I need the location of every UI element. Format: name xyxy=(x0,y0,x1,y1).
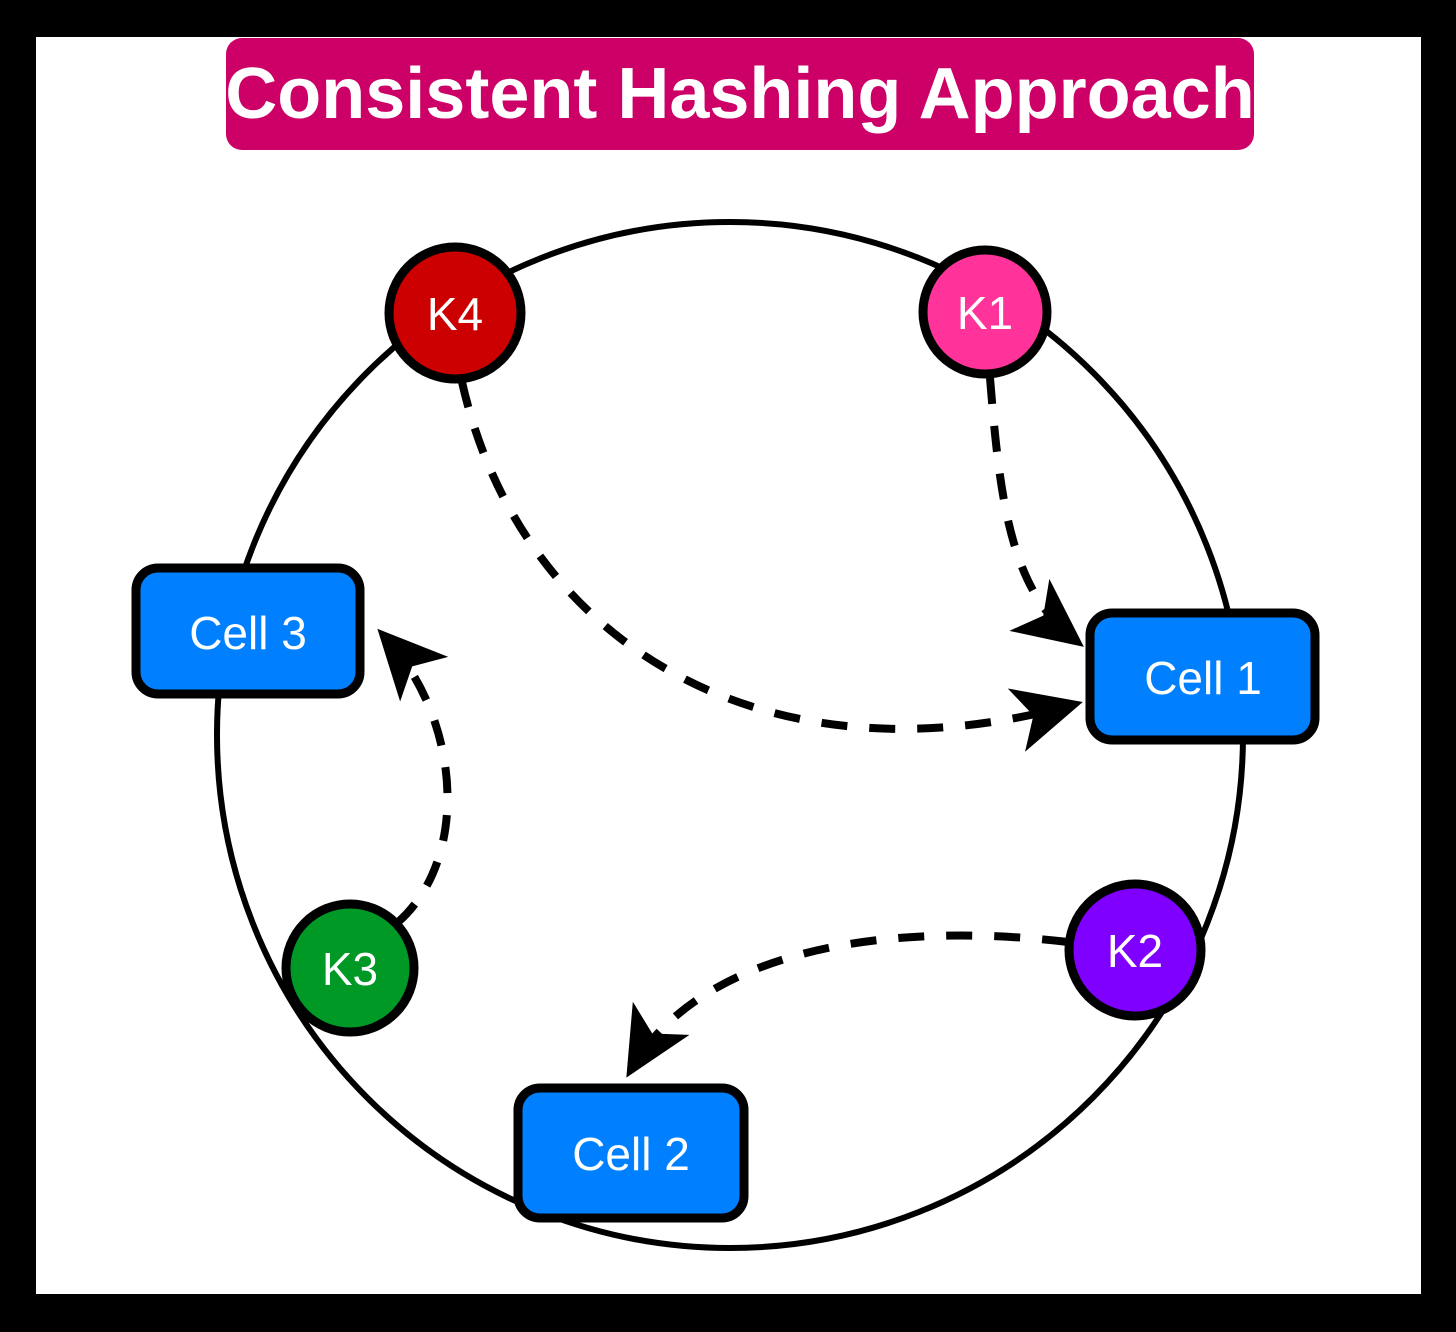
cell2-label: Cell 2 xyxy=(572,1128,690,1180)
cell2-box[interactable] xyxy=(513,1083,749,1223)
title-banner: Consistent Hashing Approach xyxy=(225,38,1255,150)
cell1-label: Cell 1 xyxy=(1144,652,1262,704)
key-node-k1[interactable]: K1 xyxy=(918,245,1052,379)
mapping-arrow-k4-to-cell1 xyxy=(458,381,1083,752)
k3-circle[interactable] xyxy=(281,899,419,1037)
cell1-box[interactable] xyxy=(1085,608,1320,745)
k4-label: K4 xyxy=(427,288,483,340)
cell3-label: Cell 3 xyxy=(189,607,307,659)
k3-label: K3 xyxy=(322,943,378,995)
page-title: Consistent Hashing Approach xyxy=(225,54,1255,134)
k1-circle[interactable] xyxy=(918,245,1052,379)
k1-label: K1 xyxy=(957,287,1013,339)
key-node-k2[interactable]: K2 xyxy=(1064,879,1206,1021)
cell3-box[interactable] xyxy=(131,563,365,699)
cell-node-cell3[interactable]: Cell 3 xyxy=(131,563,365,699)
k2-label: K2 xyxy=(1107,925,1163,977)
cell-node-cell1[interactable]: Cell 1 xyxy=(1085,608,1320,745)
mapping-arrow-k1-to-cell1 xyxy=(986,377,1084,647)
mapping-arrow-k2-to-cell2 xyxy=(626,931,1069,1078)
key-node-k3[interactable]: K3 xyxy=(281,899,419,1037)
mapping-arrow-k3-to-cell3 xyxy=(377,628,452,927)
key-node-k4[interactable]: K4 xyxy=(384,242,526,384)
cell-node-cell2[interactable]: Cell 2 xyxy=(513,1083,749,1223)
k4-circle[interactable] xyxy=(384,242,526,384)
k2-circle[interactable] xyxy=(1064,879,1206,1021)
